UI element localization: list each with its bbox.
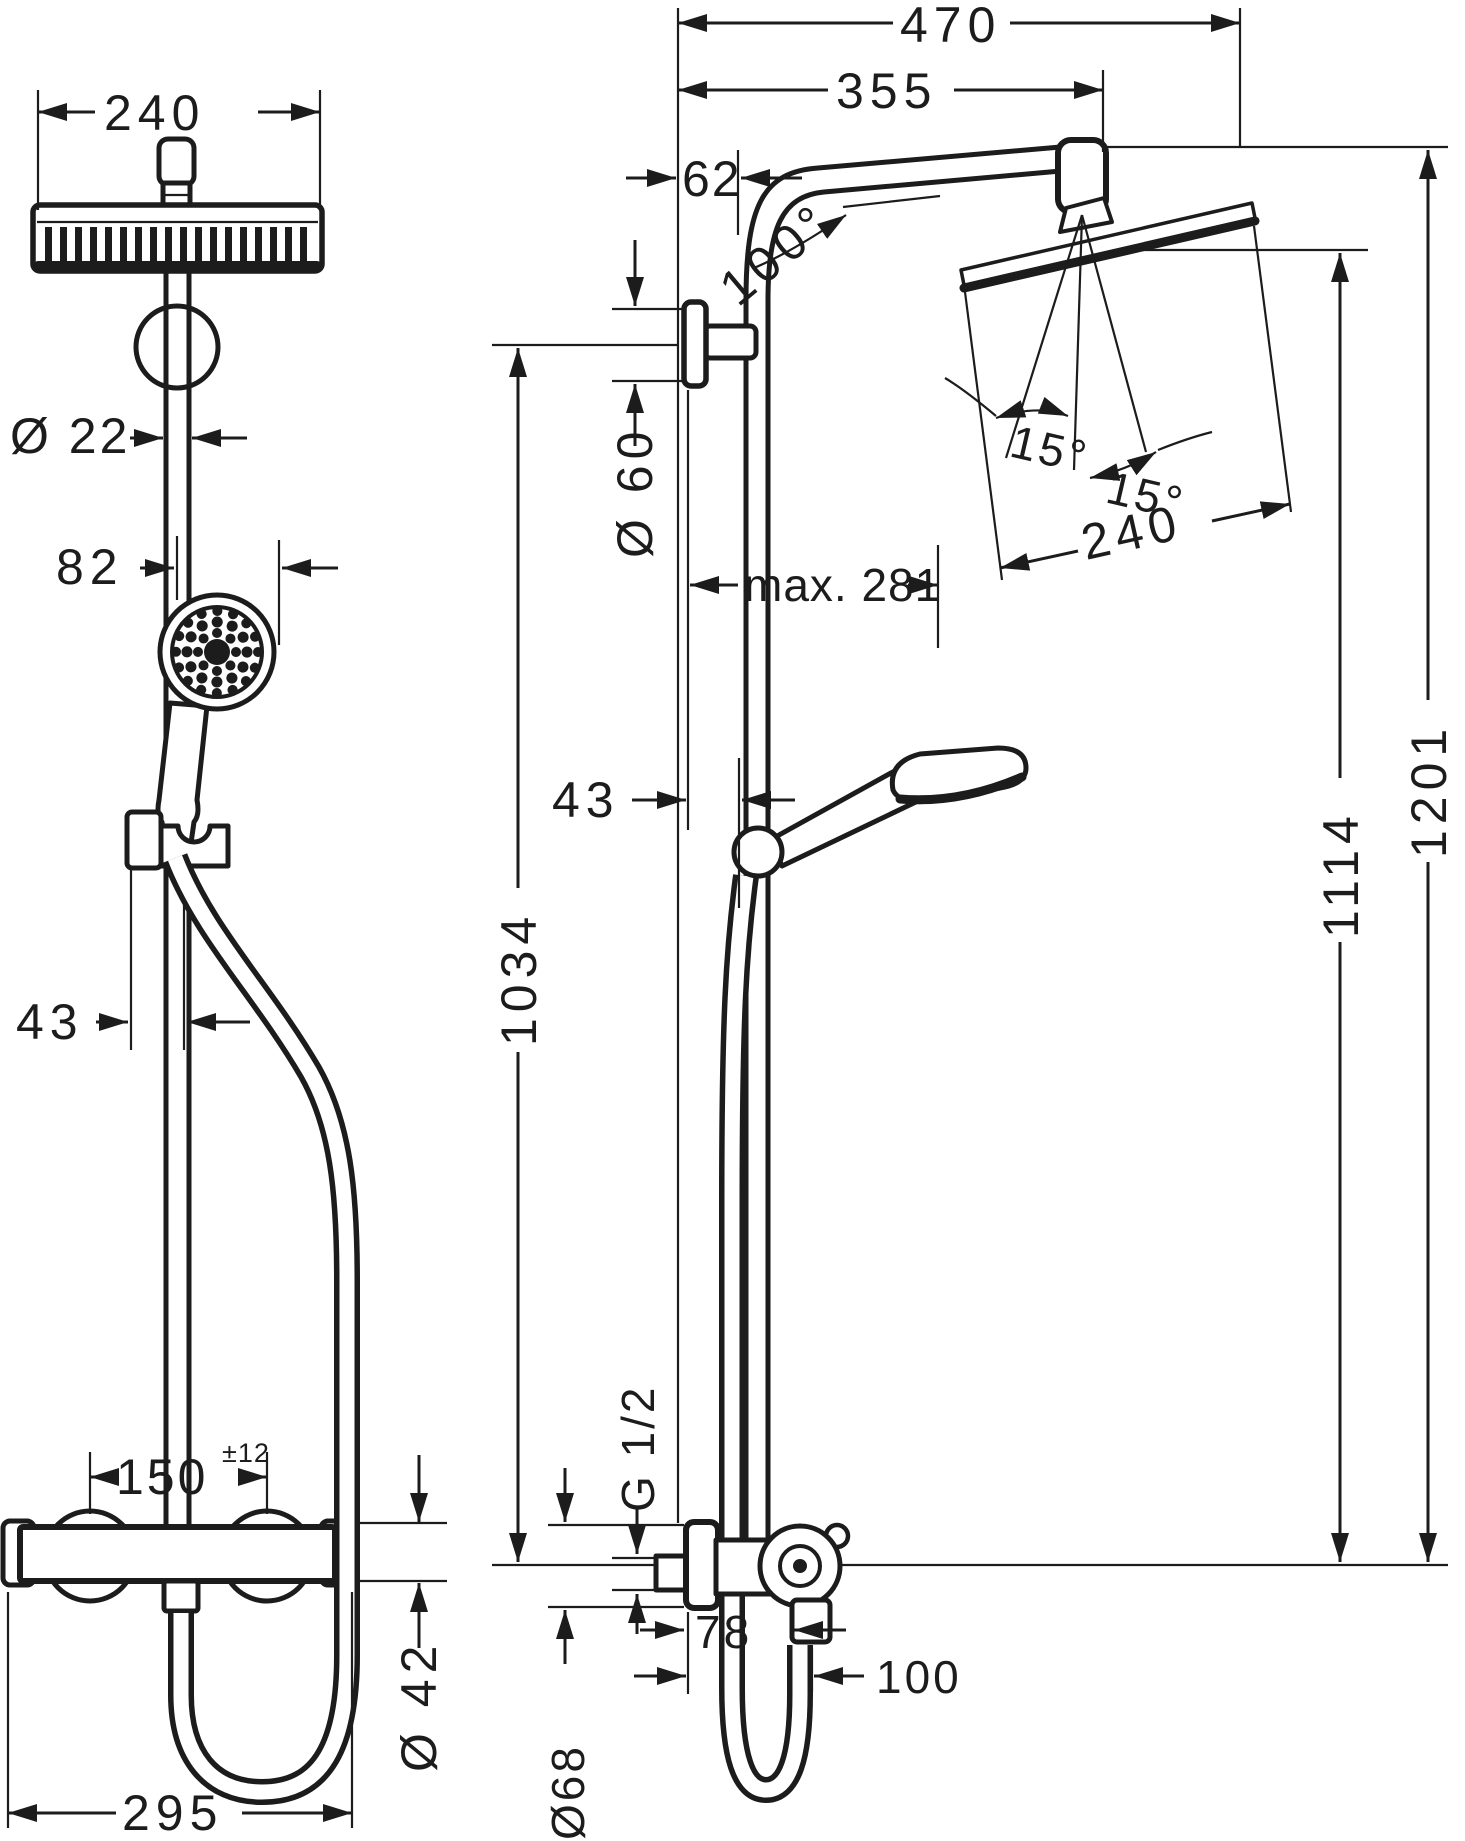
spray-nozzle-ring-middle (181, 616, 253, 688)
dim-outlet-offset-label: 100 (876, 1651, 962, 1703)
arm-top-edge (743, 143, 1075, 303)
dim-head-width: 240 (36, 85, 322, 210)
dim-max-head-offset-label: max. 281 (744, 559, 941, 611)
dim-valve-centers-tol-label: ±12 (222, 1438, 270, 1468)
dim-riser-length-label: 1034 (491, 911, 547, 1046)
dim-holder-wall-gap: 43 (552, 758, 795, 908)
reference-lines (492, 8, 1448, 1567)
dim-arm-angle: 100° (709, 192, 941, 317)
hand-shower-front (155, 592, 277, 860)
dim-max-head-offset: max. 281 (686, 390, 941, 830)
dim-valve-centers: 150 ±12 (88, 1438, 270, 1514)
holder-clamp (158, 823, 231, 869)
wall-bracket-side (681, 299, 759, 389)
dim-holder-offset-front-label: 43 (16, 994, 84, 1050)
dim-bracket-diameter: Ø 60 (607, 240, 684, 558)
dim-riser-length: 1034 (491, 348, 547, 1562)
side-view: 470 355 62 100° (491, 0, 1457, 1840)
knob-cap (156, 136, 197, 188)
supply-nipple (653, 1553, 689, 1593)
hand-shower-side (731, 745, 1029, 879)
shower-hose-side (719, 874, 813, 1804)
valve-hose-outlet (789, 1597, 833, 1645)
bracket-plate (681, 299, 709, 389)
dim-head-width-label: 240 (104, 85, 205, 141)
spray-nozzle-ring-outer (171, 606, 263, 698)
dim-total-depth-label: 470 (900, 0, 1001, 53)
dim-valve-depth-label: 78 (695, 1606, 752, 1658)
wall-escutcheon-front (133, 303, 221, 391)
hose-inner (168, 855, 355, 1800)
ball-joint (1058, 196, 1114, 234)
dim-pipe-diameter: Ø 22 (10, 408, 247, 464)
dim-valve-width-label: 295 (122, 1785, 223, 1841)
overhead-shower-front (30, 202, 325, 274)
head-swivel-knob (156, 136, 197, 210)
dim-valve-width: 295 (6, 1592, 354, 1841)
dim-valve-body-dia-label: Ø 42 (391, 1640, 447, 1772)
dim-thread-label: G 1/2 (612, 1384, 664, 1512)
front-view: 240 Ø 22 82 43 (0, 85, 447, 1841)
dim-pipe-dia-label: Ø 22 (10, 408, 130, 464)
dim-total-height: 1201 (1401, 150, 1457, 1562)
hand-shower-spray-face (895, 772, 1027, 805)
dim-thread: G 1/2 (612, 1384, 664, 1634)
spray-center-disk (204, 639, 230, 665)
dim-holder-wall-gap-label: 43 (552, 772, 620, 828)
dim-escutcheon-diameter: Ø68 (542, 1468, 684, 1840)
bracket-pin (701, 323, 759, 361)
valve-center-dot (793, 1559, 807, 1573)
side-dimensions: 470 355 62 100° (491, 0, 1457, 1840)
hose-outlet (161, 1578, 201, 1614)
holder-knob (124, 809, 164, 871)
dim-arm-reach: 355 (678, 63, 1105, 152)
front-dimensions: 240 Ø 22 82 43 (6, 85, 447, 1841)
spray-nozzle-ring-inner (193, 628, 241, 676)
dim-valve-depth: 78 (640, 1606, 846, 1658)
dim-hand-shower-width: 82 (56, 536, 338, 645)
dim-hand-shower-width-label: 82 (56, 539, 124, 595)
hose-inner (724, 874, 808, 1798)
dim-escutcheon-dia-label: Ø68 (542, 1744, 594, 1840)
dim-arm-reach-label: 355 (836, 63, 937, 119)
valve-escutcheon (683, 1519, 721, 1611)
dim-outlet-offset: 100 (634, 1612, 962, 1703)
arm-bottom-edge (765, 167, 1075, 303)
thermostat-front (0, 1508, 355, 1614)
spray-face-hatching (44, 227, 310, 263)
overhead-shower-side (959, 137, 1260, 293)
dim-riser-wall-offset-label: 62 (682, 151, 742, 207)
shower-hose-front (162, 853, 360, 1806)
dim-total-height-label: 1201 (1401, 723, 1457, 858)
dim-valve-body-diameter: Ø 42 (358, 1455, 447, 1772)
dim-head-face-height: 1114 (1313, 253, 1369, 1562)
dim-head-length-label: 240 (1076, 494, 1187, 571)
valve-body (17, 1524, 338, 1584)
holder-pivot (731, 825, 785, 879)
slider-holder-front (124, 809, 231, 871)
dim-arm-angle-label: 100° (709, 192, 843, 317)
dim-riser-wall-offset: 62 (626, 150, 802, 235)
dim-total-depth: 470 (678, 0, 1242, 147)
dim-head-face-height-label: 1114 (1313, 810, 1369, 938)
dim-bracket-dia-label: Ø 60 (607, 426, 663, 558)
valve-inner-ring (778, 1544, 822, 1588)
dim-valve-centers-label: 150 (116, 1449, 208, 1505)
head-spray-face (959, 216, 1260, 293)
dim-head-tilt-a-label: 15° (1006, 415, 1094, 483)
dim-holder-offset-front: 43 (16, 868, 250, 1050)
